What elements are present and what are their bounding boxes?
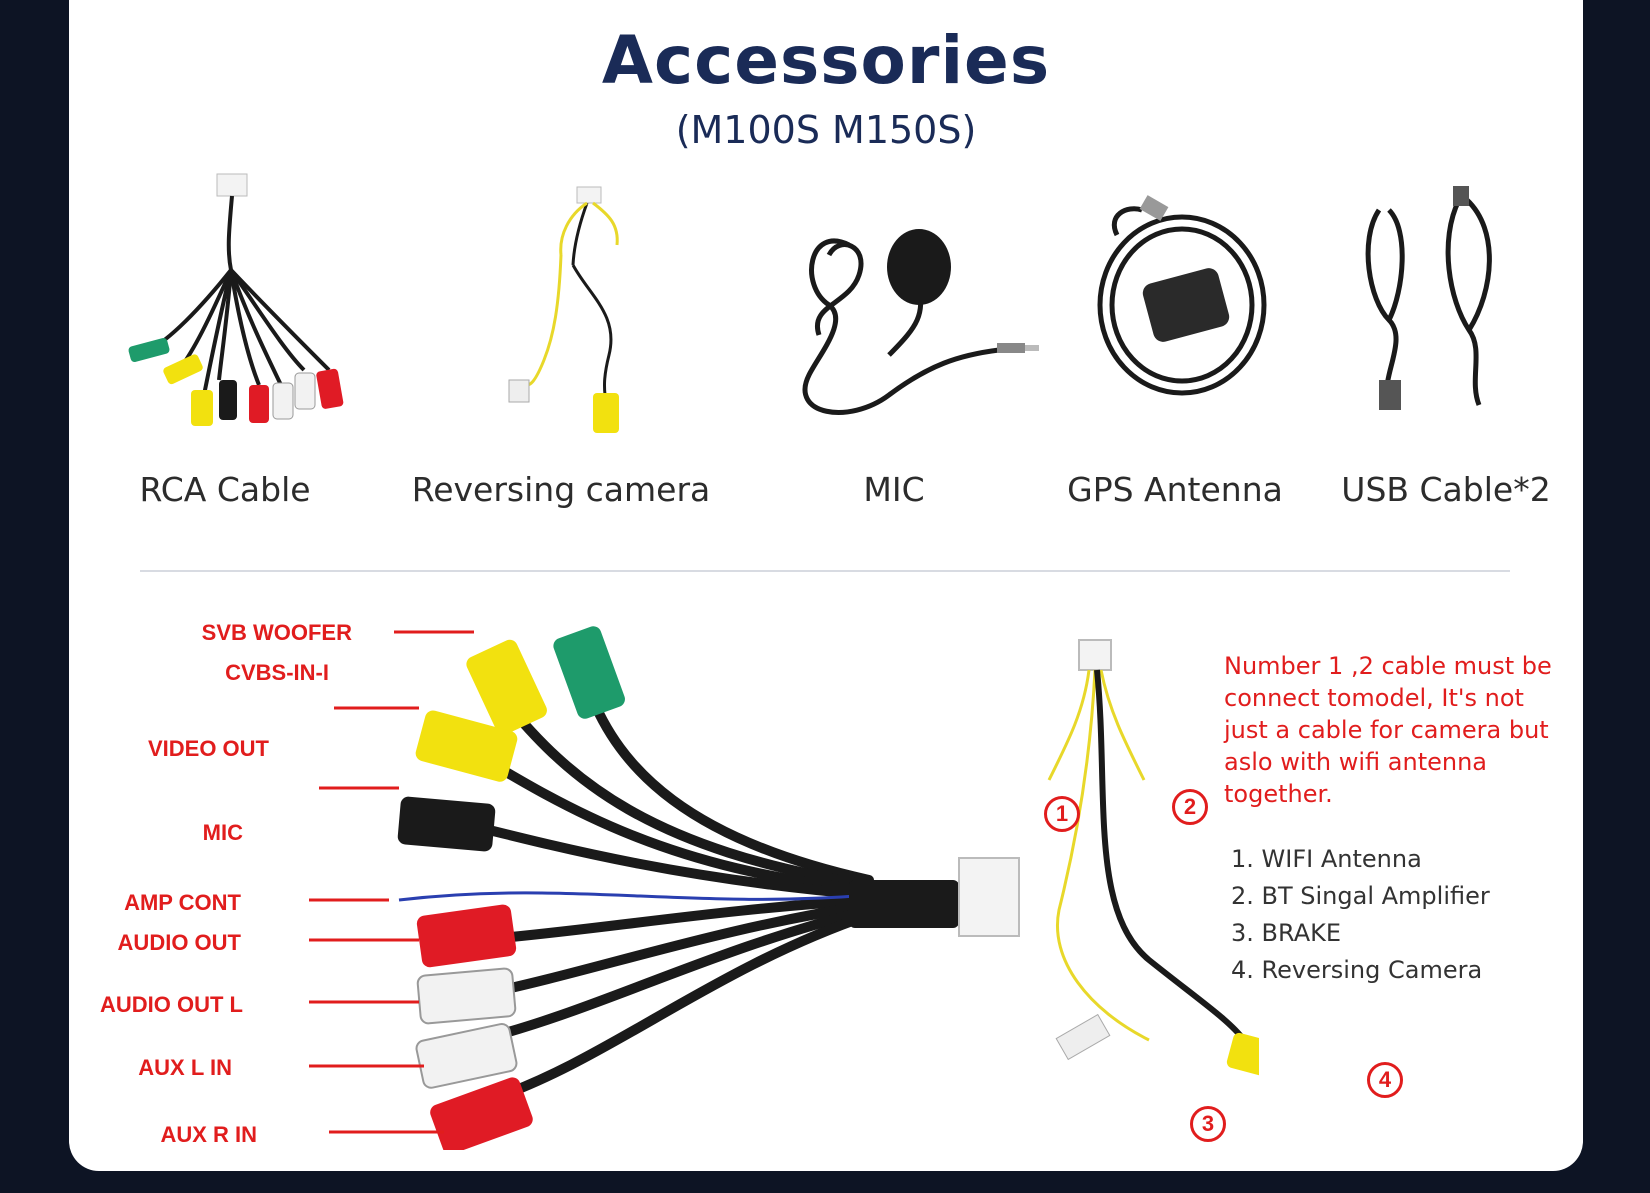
product-label-gps-antenna: GPS Antenna: [1067, 470, 1283, 509]
list-item: 2. BT Singal Amplifier: [1231, 882, 1490, 910]
product-label-rca-cable: RCA Cable: [139, 470, 311, 509]
section-divider: [140, 570, 1510, 572]
list-item: 4. Reversing Camera: [1231, 956, 1483, 984]
rca-cable-image: [128, 173, 344, 426]
product-label-mic: MIC: [863, 470, 925, 509]
label-video-out: VIDEO OUT: [147, 736, 269, 761]
label-amp-cont: AMP CONT: [124, 890, 241, 915]
camera-cable-note: Number 1 ,2 cable must be connect tomode…: [1224, 652, 1552, 808]
label-cvbs-in: CVBS-IN-I: [225, 660, 329, 685]
page-title: Accessories: [601, 22, 1051, 99]
marker-3: 3: [1190, 1106, 1226, 1142]
camera-cable-diagram: [1047, 639, 1259, 1084]
label-aux-r-in: AUX R IN: [160, 1122, 257, 1147]
label-audio-out: AUDIO OUT: [117, 930, 241, 955]
label-aux-l-in: AUX L IN: [138, 1055, 232, 1080]
label-mic: MIC: [202, 820, 243, 845]
marker-4: 4: [1367, 1062, 1403, 1098]
list-item: 3. BRAKE: [1231, 919, 1342, 947]
accessories-card: Accessories (M100S M150S) RCA Cable: [69, 0, 1583, 1171]
label-svb-woofer: SVB WOOFER: [201, 620, 352, 645]
camera-cable-list: 1. WIFI Antenna 2. BT Singal Amplifier 3…: [1231, 845, 1490, 993]
reversing-camera-image: [508, 186, 619, 433]
list-item: 1. WIFI Antenna: [1231, 845, 1422, 873]
mic-image: [802, 229, 1039, 415]
product-label-reversing-camera: Reversing camera: [411, 470, 711, 509]
usb-cables-image: [1365, 186, 1492, 410]
label-audio-out-l: AUDIO OUT L: [100, 992, 243, 1017]
product-label-usb-cable: USB Cable*2: [1341, 470, 1551, 509]
gps-antenna-image: [1097, 195, 1267, 396]
marker-1: 1: [1044, 796, 1080, 832]
page-subtitle: (M100S M150S): [675, 108, 977, 152]
rca-harness-diagram: [309, 626, 1020, 1150]
marker-2: 2: [1172, 789, 1208, 825]
